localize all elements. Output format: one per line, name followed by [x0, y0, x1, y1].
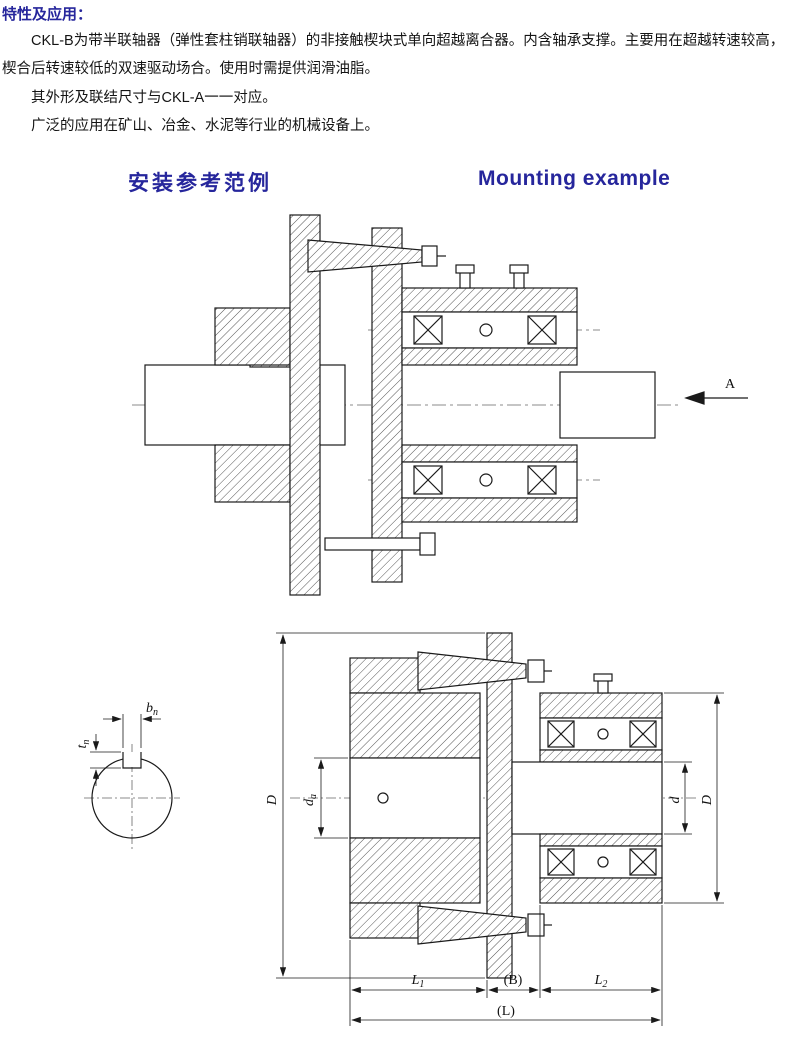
- view-label-a: A: [725, 377, 736, 392]
- section-title-english: Mounting example: [478, 167, 671, 190]
- roller: [479, 473, 493, 487]
- clutch-inner-ring-upper: [401, 347, 578, 366]
- dim-label-L2: L2: [594, 973, 608, 990]
- right-shaft: [559, 371, 656, 439]
- clutch-bore: [511, 761, 663, 835]
- bolt-head: [509, 264, 529, 274]
- elastic-pin-bottom: [417, 905, 527, 945]
- roller: [479, 323, 493, 337]
- intro-paragraph-1: CKL-B为带半联轴器（弹性套柱销联轴器）的非接触楔块式单向超越离合器。内含轴承…: [2, 33, 785, 78]
- dim-label-D-left: D: [265, 795, 280, 806]
- clutch-housing-top: [401, 287, 578, 313]
- elastic-pin-top: [307, 239, 423, 273]
- pin-nut-top: [421, 245, 438, 267]
- hub-lower: [349, 837, 481, 904]
- center-hole: [377, 792, 389, 804]
- elastic-pin-top: [417, 651, 527, 691]
- intro-paragraph-2: 其外形及联结尺寸与CKL-A一一对应。: [31, 89, 277, 106]
- hub-step-top: [349, 657, 421, 694]
- dim-label-D-right: D: [700, 795, 715, 806]
- bolt-head: [593, 673, 613, 682]
- bolt: [513, 271, 525, 289]
- dim-label-keyway-width: bn: [146, 701, 158, 718]
- left-hub-lower: [214, 444, 291, 503]
- clutch-housing-bottom: [539, 877, 663, 904]
- dimension-figure: bn tn D da d D L1 (B) L2 (L): [75, 632, 724, 1026]
- dim-label-d-right: d: [668, 796, 683, 804]
- hub-step-bottom: [349, 902, 421, 939]
- bolt: [459, 271, 471, 289]
- dimension-lines: [90, 632, 724, 1026]
- page-title: 特性及应用：: [2, 6, 93, 23]
- mounting-assembly-figure: A: [132, 214, 748, 596]
- view-arrow-a-head: [684, 391, 705, 405]
- intro-paragraph-3: 广泛的应用在矿山、冶金、水泥等行业的机械设备上。: [31, 117, 379, 134]
- section-title-chinese: 安装参考范例: [128, 172, 272, 195]
- bolt-head: [455, 264, 475, 274]
- right-flange-plate: [371, 227, 403, 583]
- hub-upper: [349, 692, 481, 759]
- dim-label-keyway-depth: tn: [75, 740, 92, 749]
- left-hub-upper: [214, 307, 291, 366]
- dim-label-L1: L1: [411, 973, 425, 990]
- left-flange-plate: [289, 214, 321, 596]
- dim-label-L-total: (L): [497, 1004, 515, 1019]
- flange-nut-bottom: [419, 532, 436, 556]
- flange-bolt-bottom: [324, 537, 421, 551]
- dim-label-B: (B): [504, 973, 523, 988]
- clutch-housing-top: [539, 692, 663, 719]
- pin-nut-bottom: [527, 913, 545, 937]
- roller: [597, 856, 609, 868]
- keyway-slot: [122, 752, 142, 769]
- bolt: [597, 679, 609, 694]
- clutch-inner-ring-lower: [539, 833, 663, 847]
- clutch-inner-ring-upper: [539, 749, 663, 763]
- dim-label-da: da: [302, 794, 319, 806]
- clutch-housing-bottom: [401, 497, 578, 523]
- roller: [597, 728, 609, 740]
- pin-nut-top: [527, 659, 545, 683]
- hub-bore: [349, 757, 481, 839]
- intro-text-block: 特性及应用： CKL-B为带半联轴器（弹性套柱销联轴器）的非接触楔块式单向超越离…: [2, 3, 796, 140]
- keyway-slot-fill: [123, 752, 141, 767]
- clutch-inner-ring-lower: [401, 444, 578, 463]
